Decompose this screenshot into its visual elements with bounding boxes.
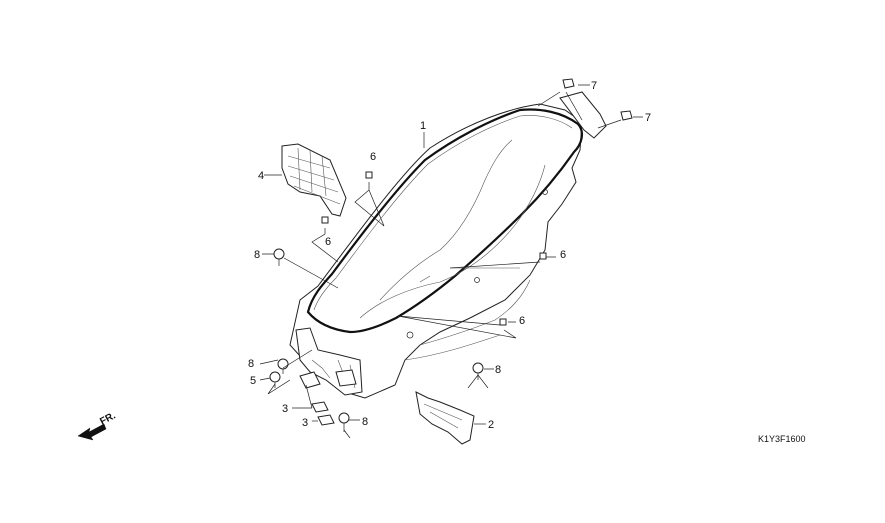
drawing-code: K1Y3F1600	[758, 434, 806, 444]
bolt-8a	[273, 248, 285, 266]
bracket-part-4	[281, 143, 347, 217]
clip-7b	[620, 110, 633, 121]
callout-6-left: 6	[325, 236, 331, 248]
front-label: FR.	[98, 410, 118, 427]
callout-numbers: 1 7 7 6 4 6 8 6 6 8 8 5 3 3 8 2	[248, 80, 651, 431]
callout-2: 2	[488, 419, 494, 431]
callout-8-upper-left: 8	[254, 249, 260, 261]
screw-6d	[499, 318, 507, 326]
luggage-box	[289, 91, 607, 399]
nut-3b	[317, 414, 335, 426]
bolt-8d	[338, 412, 350, 432]
callout-6-right-upper: 6	[560, 249, 566, 261]
callout-5: 5	[250, 375, 256, 387]
callout-1: 1	[420, 120, 426, 132]
callout-6-top: 6	[370, 151, 376, 163]
front-arrow-icon	[77, 423, 107, 441]
callout-7-upper: 7	[591, 80, 597, 92]
screw-6c	[539, 252, 547, 260]
screw-6b	[321, 216, 329, 224]
callout-4: 4	[258, 170, 264, 182]
bolt-8b	[277, 358, 289, 374]
callout-8-left: 8	[248, 358, 254, 370]
callout-6-right-lower: 6	[519, 315, 525, 327]
clip-7a	[562, 78, 575, 89]
screw-6a	[365, 171, 373, 179]
bolt-8c	[472, 362, 484, 380]
front-direction-indicator: FR.	[77, 410, 118, 441]
leader-lines	[259, 84, 643, 439]
callout-8-right: 8	[495, 364, 501, 376]
bolt-5	[269, 371, 281, 388]
callout-8-bottom: 8	[362, 416, 368, 428]
guard-part-2	[415, 391, 475, 445]
nut-3a	[311, 401, 329, 413]
callout-3-lower: 3	[302, 417, 308, 429]
callout-3-upper: 3	[282, 403, 288, 415]
callout-7-right: 7	[645, 112, 651, 124]
